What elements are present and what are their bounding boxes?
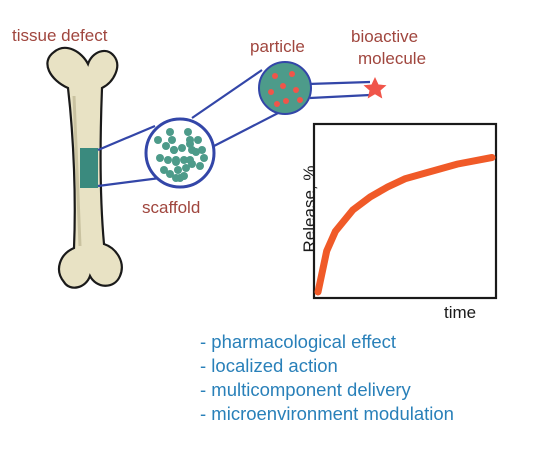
connector-particle-molecule-bottom (309, 93, 371, 100)
effect-item: - pharmacological effect (200, 331, 397, 352)
particle-zoom (258, 61, 312, 115)
scaffold-fiber-dot (166, 128, 174, 136)
scaffold-fiber-dot (186, 136, 194, 144)
scaffold-zoom (144, 117, 216, 189)
chart-frame (312, 122, 498, 300)
scaffold-fiber-dot (184, 128, 192, 136)
chart-x-axis-label: time (444, 303, 477, 322)
scaffold-fiber-dot (180, 156, 188, 164)
effects-list: - pharmacological effect - localized act… (200, 330, 454, 426)
connector-implant-scaffold-top (97, 124, 156, 152)
release-chart (312, 122, 498, 300)
connector-scaffold-particle-bottom (213, 109, 285, 147)
bone-shading (72, 95, 82, 247)
scaffold-fiber-dot (172, 174, 180, 182)
particle-payload-dot (293, 87, 299, 93)
bioactive-label: bioactive (351, 27, 419, 46)
particle-label: particle (250, 37, 305, 56)
particle-payload-dot (280, 83, 286, 89)
implant-site (80, 148, 98, 188)
chart-y-axis-label: Release, % (300, 165, 319, 253)
scaffold-fiber-dot (200, 154, 208, 162)
scaffold-fiber-dot (180, 172, 188, 180)
connector-implant-scaffold-bottom (97, 176, 161, 188)
particle-payload-dot (283, 98, 289, 104)
particle-payload-dot (272, 73, 278, 79)
scaffold-fiber-dot (198, 146, 206, 154)
connector-lines (97, 69, 371, 188)
scaffold-fiber-dot (160, 166, 168, 174)
scaffold-fiber-dot (194, 136, 202, 144)
molecule-label: molecule (358, 49, 427, 68)
connector-scaffold-particle-top (191, 69, 263, 119)
bone-illustration (46, 46, 123, 289)
effect-item: - microenvironment modulation (200, 403, 454, 424)
effect-item: - localized action (200, 355, 338, 376)
particle-payload (268, 71, 303, 107)
scaffold-fiber-dot (174, 166, 182, 174)
scaffold-fiber-dot (168, 136, 176, 144)
scaffold-fiber-dot (196, 162, 204, 170)
particle-payload-dot (274, 101, 280, 107)
scaffold-fiber-dot (156, 154, 164, 162)
connector-particle-molecule-top (307, 80, 371, 86)
bioactive-molecule-star (363, 77, 387, 99)
particle-payload-dot (297, 97, 303, 103)
scaffold-fiber-dot (170, 146, 178, 154)
scaffold-fiber-dot (166, 170, 174, 178)
scaffold-fibers (154, 128, 208, 182)
scaffold-fiber-dot (172, 156, 180, 164)
release-curve (314, 154, 496, 296)
scaffold-fiber-dot (186, 156, 194, 164)
scaffold-fiber-dot (164, 156, 172, 164)
tissue-defect-label: tissue defect (12, 26, 108, 45)
particle-payload-dot (289, 71, 295, 77)
scaffold-fiber-dot (162, 142, 170, 150)
scaffold-fiber-dot (182, 164, 190, 172)
scaffold-fiber-dot (154, 136, 162, 144)
effect-item: - multicomponent delivery (200, 379, 411, 400)
scaffold-fiber-dot (178, 144, 186, 152)
scaffold-label: scaffold (142, 198, 201, 217)
particle-payload-dot (268, 89, 274, 95)
